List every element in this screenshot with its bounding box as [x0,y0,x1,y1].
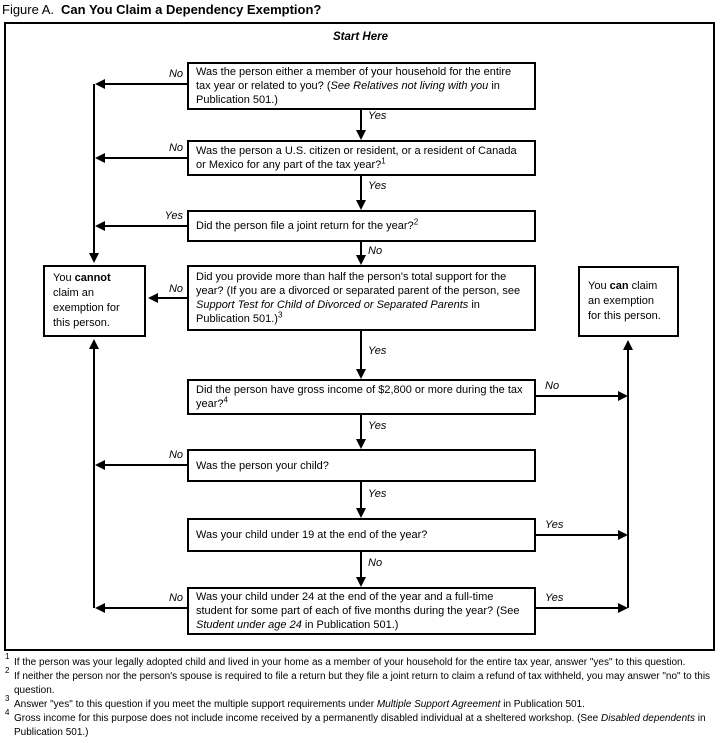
question-text: Was your child under 24 at the end of th… [196,591,520,631]
figure-question: Can You Claim a Dependency Exemption? [61,2,322,17]
label-q8-yes: Yes [545,592,564,604]
label-q7-yes: Yes [545,519,564,531]
flowchart-border [4,22,715,651]
label-q2-no: No [168,142,183,154]
question-box-joint-return: Did the person file a joint return for t… [187,210,536,242]
figure-title: Figure A. Can You Claim a Dependency Exem… [2,2,321,17]
label-q3-yes: Yes [164,210,183,222]
label-q6-yes: Yes [368,488,387,500]
label-q5-yes: Yes [368,420,387,432]
question-text: Did the person file a joint return for t… [196,217,419,232]
label-q2-yes: Yes [368,180,387,192]
question-box-your-child: Was the person your child? [187,449,536,482]
figure-label: Figure A. [2,2,55,17]
footnote-text: If neither the person nor the person's s… [14,671,711,696]
question-text: Did you provide more than half the perso… [196,271,521,325]
label-q1-no: No [168,68,183,80]
start-here-label: Start Here [333,31,388,43]
question-box-under-19: Was your child under 19 at the end of th… [187,518,536,552]
question-text: Was the person either a member of your h… [196,66,512,106]
footnote-text: Answer "yes" to this question if you mee… [14,699,585,710]
label-q1-yes: Yes [368,110,387,122]
label-q5-no: No [545,380,560,392]
footnote-text: Gross income for this purpose does not i… [14,713,706,738]
question-text: Was your child under 19 at the end of th… [196,529,428,541]
label-q4-yes: Yes [368,345,387,357]
question-box-support: Did you provide more than half the perso… [187,265,536,331]
footnote-text: If the person was your legally adopted c… [14,657,686,668]
question-box-gross-income: Did the person have gross income of $2,8… [187,379,536,415]
question-text: Was the person a U.S. citizen or residen… [196,145,517,171]
outcome-can-box: You can claim an exemption for this pers… [578,266,679,337]
outcome-cannot-box: You cannot claim an exemption for this p… [43,265,146,337]
label-q4-no: No [168,283,183,295]
question-text: Was the person your child? [196,459,329,472]
outcome-can-text: You can claim an exemption for this pers… [588,280,661,322]
label-q3-no: No [368,245,383,257]
label-q8-no: No [168,592,183,604]
question-box-under-24: Was your child under 24 at the end of th… [187,587,536,635]
question-box-household: Was the person either a member of your h… [187,62,536,110]
label-q6-no: No [168,449,183,461]
question-box-citizen: Was the person a U.S. citizen or residen… [187,140,536,176]
outcome-cannot-text: You cannot claim an exemption for this p… [53,272,120,329]
question-text: Did the person have gross income of $2,8… [196,384,523,410]
label-q7-no: No [368,557,383,569]
